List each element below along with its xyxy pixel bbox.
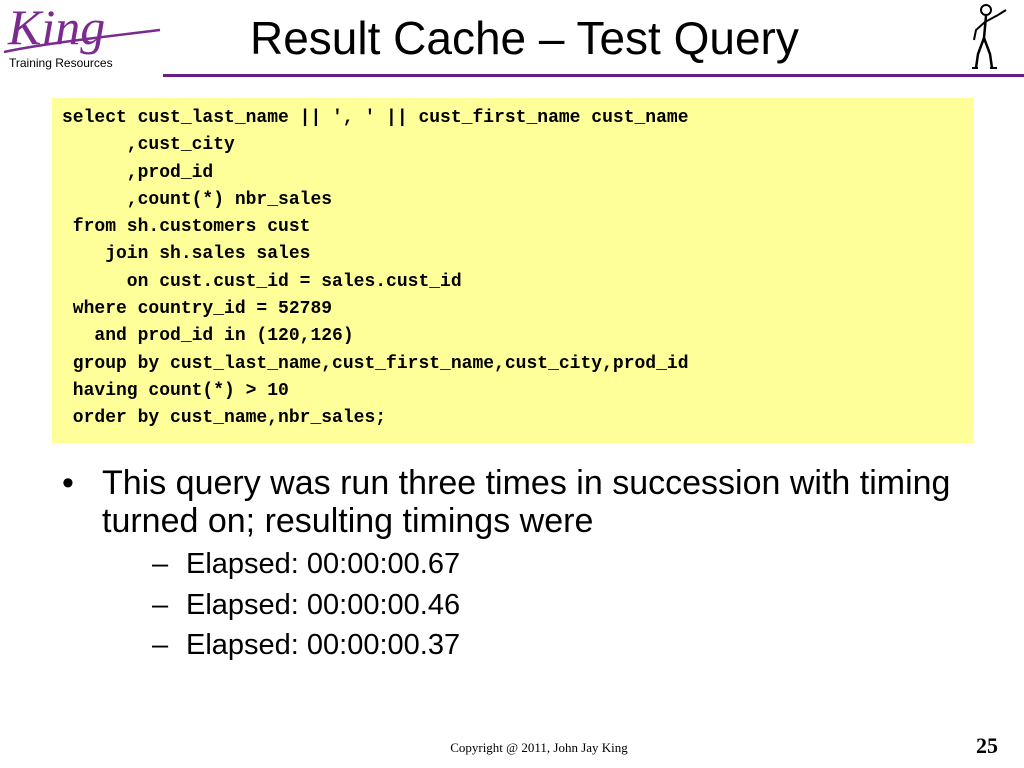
elapsed-time-text: Elapsed: 00:00:00.46: [186, 588, 461, 621]
stick-figure-icon: [962, 2, 1012, 72]
slide-title: Result Cache – Test Query: [250, 12, 799, 64]
code-line: group by cust_last_name,cust_first_name,…: [62, 353, 689, 374]
logo-subtitle: Training Resources: [9, 56, 113, 70]
bullet-list: • This query was run three times in succ…: [62, 464, 1002, 666]
copyright-footer: Copyright @ 2011, John Jay King: [450, 740, 628, 755]
code-line: from sh.customers cust: [62, 217, 311, 238]
sub-bullet-item: – Elapsed: 00:00:00.46: [102, 585, 1002, 626]
page-number: 25: [976, 733, 998, 758]
bullet-marker: •: [62, 464, 74, 502]
sub-bullet-marker: –: [152, 548, 169, 580]
code-line: and prod_id in (120,126): [62, 326, 354, 347]
code-line: join sh.sales sales: [62, 244, 311, 265]
bullet-item: • This query was run three times in succ…: [62, 464, 1002, 666]
king-logo: King Training Resources: [0, 0, 165, 78]
sub-bullet-item: – Elapsed: 00:00:00.37: [102, 625, 1002, 666]
sub-bullet-marker: –: [152, 629, 169, 661]
elapsed-time-text: Elapsed: 00:00:00.37: [186, 629, 461, 661]
code-line: ,count(*) nbr_sales: [62, 189, 333, 210]
elapsed-time-text: Elapsed: 00:00:00.67: [186, 548, 461, 580]
code-line: order by cust_name,nbr_sales;: [62, 408, 387, 429]
sub-bullet-marker: –: [152, 588, 169, 621]
logo-brand-text: King: [7, 0, 105, 55]
sql-code-block: select cust_last_name || ', ' || cust_fi…: [52, 98, 973, 443]
header-rule: [163, 74, 1024, 77]
code-line: where country_id = 52789: [62, 299, 333, 320]
code-line: select cust_last_name || ', ' || cust_fi…: [62, 108, 689, 128]
bullet-text: This query was run three times in succes…: [102, 464, 951, 540]
king-logo-graphic: King: [3, 0, 161, 55]
code-line: ,cust_city: [62, 135, 235, 156]
sub-bullet-item: – Elapsed: 00:00:00.67: [102, 544, 1002, 585]
code-line: ,prod_id: [62, 162, 214, 183]
code-line: having count(*) > 10: [62, 380, 289, 401]
sub-bullet-list: – Elapsed: 00:00:00.67 – Elapsed: 00:00:…: [102, 544, 1002, 666]
code-line: on cust.cust_id = sales.cust_id: [62, 271, 462, 292]
sql-code: select cust_last_name || ', ' || cust_fi…: [52, 98, 973, 433]
